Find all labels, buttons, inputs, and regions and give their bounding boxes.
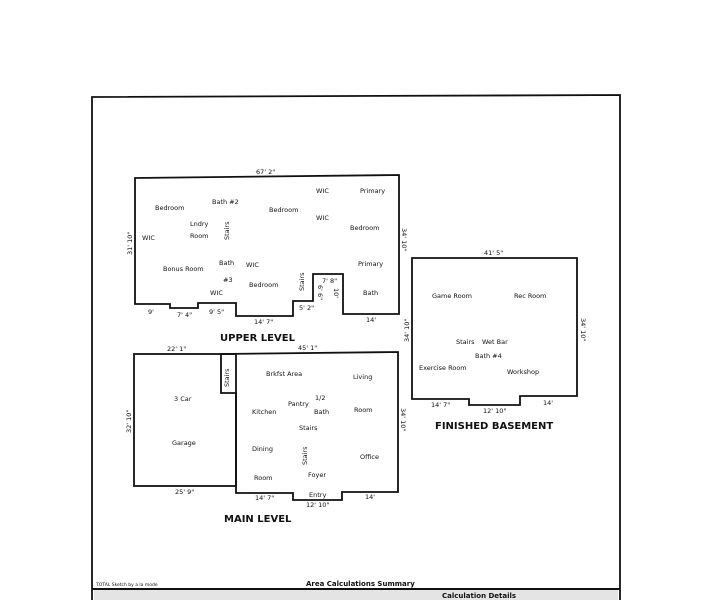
- dimension-label: 32' 10": [125, 410, 133, 433]
- main-level-title: MAIN LEVEL: [224, 514, 292, 525]
- room-label: Bedroom: [269, 206, 298, 214]
- room-label: Room: [354, 406, 373, 414]
- room-label: Game Room: [432, 292, 472, 300]
- dimension-label: 34' 10": [400, 228, 408, 251]
- room-label: Bedroom: [249, 281, 278, 289]
- basement-title: FINISHED BASEMENT: [435, 421, 553, 432]
- room-label: Stairs: [223, 368, 231, 387]
- details-header-bar: [94, 590, 618, 600]
- main-level-labels: 3 Car Garage Stairs Brkfst Area Living P…: [125, 344, 407, 525]
- dimension-label: 31' 10": [126, 232, 134, 255]
- dimension-label: 34' 10": [399, 408, 407, 431]
- room-label: WIC: [210, 289, 223, 297]
- dimension-label: 34' 10": [403, 319, 411, 342]
- room-label: Brkfst Area: [266, 370, 302, 378]
- dimension-label: 14': [366, 316, 376, 324]
- dimension-label: 41' 5": [484, 249, 503, 257]
- room-label: Bedroom: [350, 224, 379, 232]
- room-label: WIC: [142, 234, 155, 242]
- room-label: Pantry: [288, 400, 309, 408]
- room-label: Primary: [360, 187, 385, 195]
- dimension-label: 6' 6": [316, 285, 324, 300]
- calculation-details-title: Calculation Details: [442, 592, 516, 600]
- upper-level-outline: [134, 174, 400, 317]
- room-label: Bath #2: [212, 198, 239, 206]
- basement-outline: [411, 257, 578, 406]
- room-label: Stairs: [299, 424, 318, 432]
- room-label: Exercise Room: [419, 364, 467, 372]
- room-label: Garage: [172, 439, 196, 447]
- room-label: Entry: [309, 491, 326, 499]
- room-label: WIC: [246, 261, 259, 269]
- dimension-label: 67' 2": [256, 168, 275, 176]
- dimension-label: 9' 5": [209, 308, 224, 316]
- dimension-label: 5' 2": [299, 304, 314, 312]
- dimension-label: 14' 7": [431, 401, 450, 409]
- dimension-label: 14' 7": [254, 318, 273, 326]
- room-label: Bath #4: [475, 352, 502, 360]
- dimension-label: 25' 9": [175, 488, 194, 496]
- room-label: Foyer: [308, 471, 326, 479]
- page-border: [91, 94, 621, 600]
- dimension-label: 7' 8": [322, 277, 337, 285]
- dimension-label: 7' 4": [177, 311, 192, 319]
- sketch-credit: TOTAL Sketch by a la mode: [95, 582, 158, 588]
- basement-labels: Game Room Rec Room Stairs Wet Bar Bath #…: [403, 249, 587, 432]
- upper-level-labels: Bedroom Bath #2 Lndry Room Stairs WIC Be…: [126, 168, 408, 344]
- room-label: Stairs: [456, 338, 475, 346]
- dimension-label: 14': [365, 493, 375, 501]
- room-label: Bath: [219, 259, 234, 267]
- room-label: Wet Bar: [482, 338, 508, 346]
- room-label: #3: [223, 276, 233, 284]
- dimension-label: 34' 10": [579, 318, 587, 341]
- room-label: Room: [254, 474, 273, 482]
- room-label: Bath: [314, 408, 329, 416]
- area-summary-title: Area Calculations Summary: [306, 580, 415, 588]
- dimension-label: 12' 10": [306, 501, 329, 509]
- room-label: 3 Car: [174, 395, 192, 403]
- room-label: Workshop: [507, 368, 539, 376]
- room-label: Bath: [363, 289, 378, 297]
- dimension-label: 14': [543, 399, 553, 407]
- room-label: Stairs: [298, 272, 306, 291]
- dimension-label: 14' 7": [255, 494, 274, 502]
- dimension-label: 9': [148, 308, 154, 316]
- room-label: WIC: [316, 214, 329, 222]
- room-label: Dining: [252, 445, 273, 453]
- room-label: Bedroom: [155, 204, 184, 212]
- dimension-label: 45' 1": [298, 344, 317, 352]
- room-label: Bonus Room: [163, 265, 204, 273]
- room-label: Lndry: [190, 220, 209, 228]
- dimension-label: 12' 10": [483, 407, 506, 415]
- main-level-outline: [220, 351, 399, 501]
- room-label: Stairs: [301, 446, 309, 465]
- dimension-label: 10': [332, 288, 340, 298]
- dimension-label: 22' 1": [167, 345, 186, 353]
- room-label: Primary: [358, 260, 383, 268]
- room-label: Stairs: [223, 221, 231, 240]
- room-label: Office: [360, 453, 379, 461]
- room-label: WIC: [316, 187, 329, 195]
- room-label: Living: [353, 373, 372, 381]
- room-label: Rec Room: [514, 292, 546, 300]
- upper-level-title: UPPER LEVEL: [220, 333, 296, 344]
- room-label: 1/2: [315, 394, 325, 402]
- room-label: Kitchen: [252, 408, 276, 416]
- room-label: Room: [190, 232, 209, 240]
